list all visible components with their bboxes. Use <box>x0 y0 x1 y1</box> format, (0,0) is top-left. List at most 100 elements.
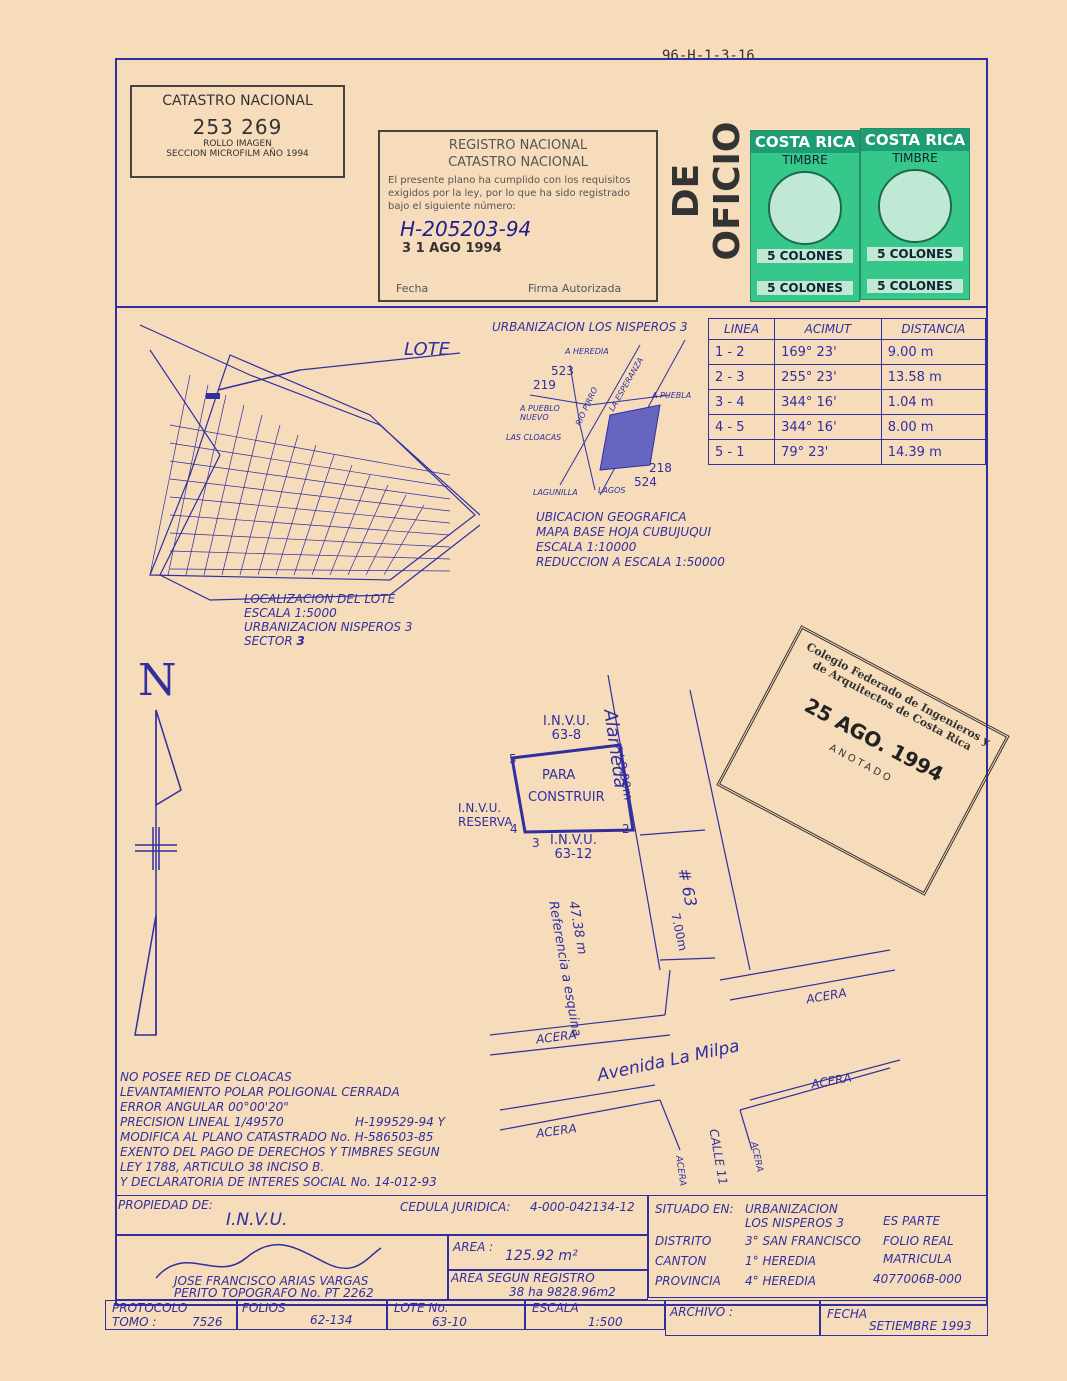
archivo-label: ARCHIVO : <box>670 1305 733 1319</box>
topografo-name: JOSE FRANCISCO ARIAS VARGAS <box>174 1274 369 1288</box>
escala-value: 1:500 <box>588 1315 623 1329</box>
lot-line <box>203 404 245 576</box>
stamp2-country: COSTA RICA <box>861 129 969 151</box>
label-219: 219 <box>533 378 556 392</box>
escala-cell: ESCALA 1:500 <box>525 1300 665 1330</box>
note: LEY 1788, ARTICULO 38 INCISO B. <box>120 1160 325 1174</box>
matricula-number: 4077006B-000 <box>873 1272 962 1286</box>
linea: 3 - 4 <box>707 389 776 415</box>
label-puebla: A PUEBLA <box>652 391 692 400</box>
lot-line <box>167 384 209 576</box>
distancia: 1.04 m <box>880 389 987 415</box>
tomo-value: 7526 <box>192 1315 223 1329</box>
lot-line <box>311 464 353 576</box>
lot-line <box>169 550 451 560</box>
ubicacion-block: UBICACION GEOGRAFICA MAPA BASE HOJA CUBU… <box>536 510 725 570</box>
lot-line <box>169 496 451 524</box>
header-distancia: DISTANCIA <box>880 318 987 340</box>
area-reg-label: AREA SEGUN REGISTRO <box>451 1271 595 1285</box>
seal-icon <box>768 171 842 245</box>
label-218: 218 <box>649 461 672 475</box>
table-header: LINEA ACIMUT DISTANCIA <box>707 318 987 340</box>
label-523: 523 <box>551 364 574 378</box>
lot-line <box>169 568 451 572</box>
construir-label: CONSTRUIR <box>528 790 605 805</box>
protocolo-cell: PROTOCOLO TOMO : 7526 <box>105 1300 237 1330</box>
point-5: 5 <box>509 752 517 766</box>
propiedad-label: PROPIEDAD DE: <box>118 1198 213 1212</box>
fecha-cell: FECHA SETIEMBRE 1993 <box>820 1300 988 1336</box>
area-value: 125.92 m² <box>505 1248 578 1264</box>
lot-line <box>257 434 299 576</box>
fecha-value: SETIEMBRE 1993 <box>869 1319 972 1333</box>
situado-label: SITUADO EN: <box>655 1202 734 1216</box>
invu-top-lot: 63-8 <box>551 728 582 743</box>
note: EXENTO DEL PAGO DE DERECHOS Y TIMBRES SE… <box>120 1145 440 1159</box>
catastro-title: CATASTRO NACIONAL <box>162 93 313 109</box>
plan-reserva: I.N.V.U.RESERVA <box>458 801 512 829</box>
fiscal-stamp-1: COSTA RICA TIMBRE 5 COLONES 5 COLONES <box>750 130 860 302</box>
reserva-invu: I.N.V.U. <box>458 801 502 815</box>
signature-icon <box>155 1243 382 1279</box>
es-parte: ES PARTE <box>883 1214 941 1228</box>
lot-line <box>169 442 451 488</box>
note: LEVANTAMIENTO POLAR POLIGONAL CERRADA <box>120 1085 400 1099</box>
distrito-label: DISTRITO <box>655 1234 712 1248</box>
stamp2-value: 5 COLONES <box>867 247 963 261</box>
label-cloacas: LAS CLOACAS <box>506 433 562 442</box>
area-cell: AREA : 125.92 m² <box>448 1235 648 1270</box>
distancia: 9.00 m <box>880 339 987 365</box>
canton-value: 1° HEREDIA <box>745 1254 816 1268</box>
plan-invu-top: I.N.V.U.63-8 <box>543 715 590 743</box>
ubicacion-l2: MAPA BASE HOJA CUBUJUQUI <box>536 525 711 539</box>
localizacion-l4: SECTOR <box>244 634 293 648</box>
matricula-label: MATRICULA <box>883 1252 952 1266</box>
distrito-value: 3° SAN FRANCISCO <box>745 1234 861 1248</box>
lot-line <box>169 514 451 536</box>
folios-value: 62-134 <box>310 1313 353 1327</box>
lot-line <box>169 460 451 500</box>
folio-real: FOLIO REAL <box>883 1234 954 1248</box>
fiscal-stamp-2: COSTA RICA TIMBRE 5 COLONES 5 COLONES <box>860 128 970 300</box>
point-3: 3 <box>532 836 540 850</box>
ubicacion-l3: ESCALA 1:10000 <box>536 540 637 554</box>
label-lagunilla: LAGUNILLA <box>533 488 578 497</box>
header-divider <box>115 306 988 308</box>
area-label: AREA : <box>453 1240 494 1254</box>
registro-stamp: REGISTRO NACIONAL CATASTRO NACIONAL El p… <box>378 130 658 302</box>
registro-line1: REGISTRO NACIONAL <box>448 138 588 153</box>
acimut: 79° 23' <box>774 439 882 465</box>
localizacion-l1: LOCALIZACION DEL LOTE <box>244 592 396 606</box>
lot-plan <box>490 674 901 1150</box>
linea: 2 - 3 <box>707 364 776 390</box>
registro-date: 3 1 AGO 1994 <box>402 241 502 256</box>
localizacion-block: LOCALIZACION DEL LOTE ESCALA 1:5000 URBA… <box>244 592 412 648</box>
north-label: N <box>138 655 177 706</box>
propiedad-cell: PROPIEDAD DE: I.N.V.U. CEDULA JURIDICA: … <box>115 1195 648 1235</box>
header-code: 96-H-1-3-16 <box>662 48 755 64</box>
label-524: 524 <box>634 475 657 489</box>
propiedad-value: I.N.V.U. <box>226 1210 288 1230</box>
topografo-title: PERITO TOPOGRAFO No. PT 2262 <box>174 1286 374 1300</box>
lote-cell: LOTE No. 63-10 <box>387 1300 525 1330</box>
registro-number: H-205203-94 <box>400 217 532 241</box>
geo-map <box>529 339 686 496</box>
lot-line <box>239 424 281 576</box>
note: NO POSEE RED DE CLOACAS <box>120 1070 292 1084</box>
plan-invu-bottom: I.N.V.U.63-12 <box>550 834 597 862</box>
stamp1-country: COSTA RICA <box>751 131 859 153</box>
distancia: 8.00 m <box>880 414 987 440</box>
lot-line <box>275 444 317 576</box>
protocolo-label: PROTOCOLO <box>112 1301 188 1315</box>
note-ref: H-199529-94 Y <box>355 1115 445 1129</box>
note: MODIFICA AL PLANO CATASTRADO No. H-58650… <box>120 1130 434 1144</box>
tomo-label: TOMO : <box>112 1315 157 1329</box>
para-label: PARA <box>542 768 576 783</box>
notes-block: NO POSEE RED DE CLOACAS LEVANTAMIENTO PO… <box>120 1070 440 1190</box>
situado-value: URBANIZACION LOS NISPEROS 3 <box>745 1202 844 1230</box>
urbanizacion-title: URBANIZACION LOS NISPEROS 3 <box>492 320 688 334</box>
